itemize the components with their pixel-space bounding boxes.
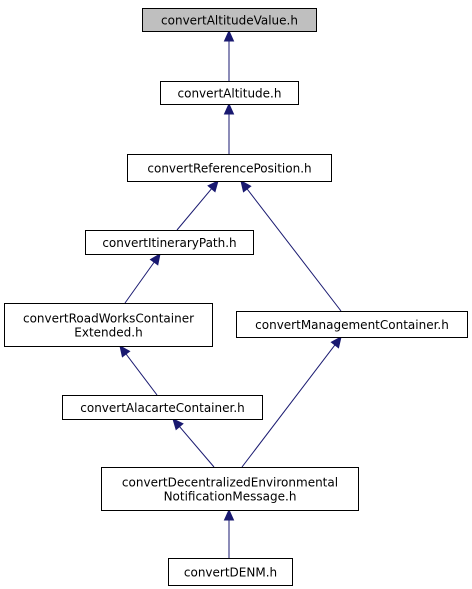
- edge-roadworks-to-itinerary: [124, 253, 161, 304]
- edge-denm-to-decentralized: [223, 508, 235, 558]
- node-label: convertDENM.h: [184, 565, 277, 579]
- edge-altitude-to-altvalue: [223, 29, 235, 81]
- edge-line: [246, 188, 342, 312]
- node-label: convertRoadWorksContainer: [23, 311, 194, 325]
- arrowhead-icon: [207, 180, 219, 193]
- node-label: convertDecentralizedEnvironmental: [122, 475, 338, 489]
- node-box[interactable]: [236, 311, 468, 338]
- arrowhead-icon: [149, 253, 161, 266]
- edge-line: [179, 426, 215, 468]
- node-management[interactable]: convertManagementContainer.h: [236, 311, 468, 338]
- node-refpos[interactable]: convertReferencePosition.h: [127, 154, 332, 182]
- node-label: NotificationMessage.h: [164, 489, 297, 503]
- arrowhead-icon: [240, 180, 252, 193]
- edge-decentralized-to-management: [241, 336, 342, 468]
- node-decentralized[interactable]: convertDecentralizedEnvironmentalNotific…: [101, 467, 359, 511]
- node-box[interactable]: [160, 81, 299, 105]
- node-label: convertAltitude.h: [178, 86, 282, 100]
- node-box[interactable]: [168, 558, 293, 586]
- node-alacarte[interactable]: convertAlacarteContainer.h: [62, 395, 263, 420]
- node-box[interactable]: [101, 467, 359, 511]
- node-altitude[interactable]: convertAltitude.h: [160, 81, 299, 105]
- node-altvalue[interactable]: convertAltitudeValue.h: [142, 8, 317, 32]
- edge-line: [125, 353, 158, 396]
- edge-line: [176, 188, 212, 231]
- node-box[interactable]: [127, 154, 332, 182]
- arrowhead-icon: [119, 345, 131, 358]
- node-itinerary[interactable]: convertItineraryPath.h: [85, 230, 254, 255]
- arrowhead-icon: [172, 418, 184, 431]
- node-label: Extended.h: [74, 325, 142, 339]
- node-box[interactable]: [142, 8, 317, 32]
- node-box[interactable]: [4, 303, 213, 347]
- edge-refpos-to-altitude: [223, 102, 235, 154]
- edge-alacarte-to-roadworks: [119, 345, 158, 396]
- node-label: convertReferencePosition.h: [147, 161, 311, 175]
- node-denm[interactable]: convertDENM.h: [168, 558, 293, 586]
- node-label: convertItineraryPath.h: [102, 236, 236, 250]
- arrowhead-icon: [330, 336, 342, 349]
- edges-layer: [119, 29, 342, 558]
- node-label: convertAlacarteContainer.h: [80, 401, 245, 415]
- node-label: convertManagementContainer.h: [255, 318, 449, 332]
- edge-line: [124, 261, 155, 304]
- node-box[interactable]: [85, 230, 254, 255]
- edge-itinerary-to-refpos: [176, 180, 219, 231]
- node-box[interactable]: [62, 395, 263, 420]
- node-label: convertAltitudeValue.h: [161, 13, 298, 27]
- edge-management-to-refpos: [240, 180, 342, 312]
- arrowhead-icon: [223, 29, 235, 42]
- arrowhead-icon: [223, 102, 235, 115]
- arrowhead-icon: [223, 508, 235, 521]
- edge-decentralized-to-alacarte: [172, 418, 215, 468]
- edge-line: [241, 344, 336, 468]
- nodes-layer: convertAltitudeValue.h convertAltitude.h c…: [4, 8, 468, 586]
